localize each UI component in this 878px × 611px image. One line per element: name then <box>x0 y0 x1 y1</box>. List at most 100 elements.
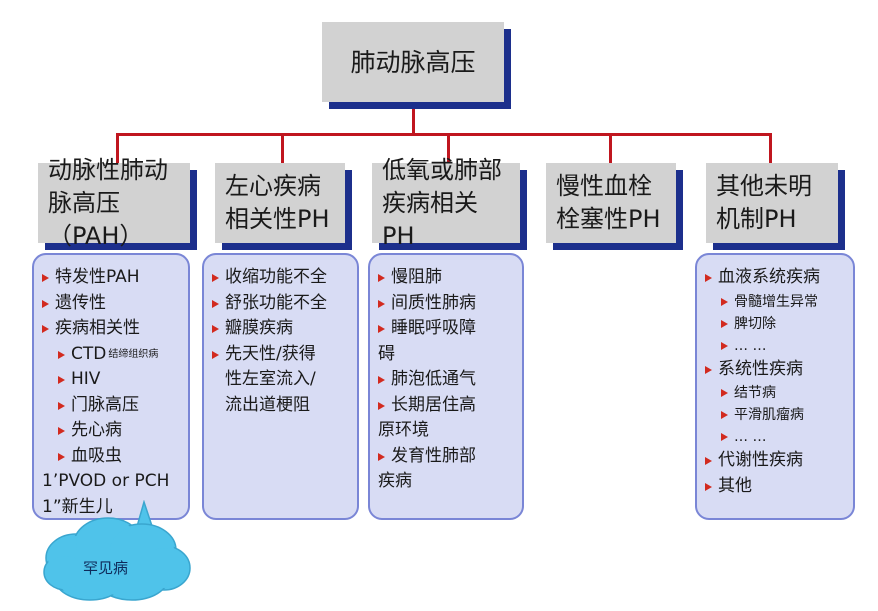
arrow-bullet-icon <box>378 274 385 282</box>
list-item-text: 长期居住高 <box>391 394 476 415</box>
list-item-text: 脾切除 <box>734 315 776 332</box>
list-item: 血吸虫 <box>42 444 182 470</box>
arrow-bullet-icon <box>378 376 385 384</box>
list-item: 发育性肺部 <box>378 444 516 470</box>
list-item: 门脉高压 <box>42 393 182 419</box>
list-item-text: 间质性肺病 <box>391 292 476 313</box>
category-left-heart-line-2: 相关性PH <box>225 205 330 233</box>
arrow-bullet-icon <box>212 350 219 359</box>
list-item-text: 1”新生儿 <box>42 496 113 517</box>
arrow-bullet-icon <box>721 319 728 328</box>
list-item-text: 疾病相关性 <box>55 318 140 338</box>
connector-drop-1 <box>116 133 119 163</box>
category-other-list: 血液系统疾病骨髓增生异常脾切除 … … 系统性疾病结节病平滑肌瘤病 … … 代谢性疾病其… <box>695 253 855 520</box>
list-item-text: 其他 <box>718 475 752 496</box>
list-item: 骨髓增生异常 <box>705 291 847 313</box>
list-item: 流出道梗阻 <box>212 393 351 419</box>
category-left-heart-header: 左心疾病 相关性PH <box>215 163 345 243</box>
list-item-text: 性左室流入/ <box>225 369 316 389</box>
list-item: 脾切除 <box>705 313 847 335</box>
category-pah-header: 动脉性肺动 脉高压（PAH） <box>38 156 190 250</box>
arrow-bullet-icon <box>212 299 219 308</box>
list-item: 瓣膜疾病 <box>212 316 351 342</box>
list-item-text: 原环境 <box>378 420 429 440</box>
list-item-text: CTD <box>71 343 107 364</box>
list-item: 代谢性疾病 <box>705 448 847 474</box>
arrow-bullet-icon <box>58 401 65 410</box>
arrow-bullet-icon <box>378 401 385 410</box>
category-other-line-1: 其他未明 <box>716 172 812 200</box>
arrow-bullet-icon <box>705 457 712 465</box>
list-item-text: 系统性疾病 <box>718 358 803 379</box>
connector-drop-5 <box>769 133 772 163</box>
list-item: 舒张功能不全 <box>212 291 351 317</box>
list-item-text: 慢阻肺 <box>391 267 442 287</box>
arrow-bullet-icon <box>721 297 728 306</box>
arrow-bullet-icon <box>212 325 219 333</box>
list-item-text: 平滑肌瘤病 <box>734 407 804 423</box>
list-item: 间质性肺病 <box>378 291 516 317</box>
category-pah-line-2: 脉高压（PAH） <box>48 188 144 250</box>
list-item: 1’PVOD or PCH <box>42 469 182 495</box>
list-item-text: 骨髓增生异常 <box>734 293 818 310</box>
list-item: 其他 <box>705 474 847 500</box>
list-item: 结节病 <box>705 382 847 404</box>
list-item: 特发性PAH <box>42 265 182 291</box>
list-item-text: 肺泡低通气 <box>391 369 476 389</box>
category-hypoxia-line-2: 疾病相关PH <box>382 188 478 250</box>
arrow-bullet-icon <box>58 427 65 435</box>
list-item-text: 碍 <box>378 343 395 364</box>
list-item-text: … … <box>734 429 767 445</box>
arrow-bullet-icon <box>58 376 65 384</box>
list-item-text: 结节病 <box>734 385 776 401</box>
list-item: 性左室流入/ <box>212 367 351 393</box>
category-other-header: 其他未明 机制PH <box>706 163 838 243</box>
category-cteph-header: 慢性血栓 栓塞性PH <box>546 163 676 243</box>
arrow-bullet-icon <box>721 341 728 350</box>
list-item: 睡眠呼吸障 <box>378 316 516 342</box>
category-other-line-2: 机制PH <box>716 205 797 233</box>
list-item: 平滑肌瘤病 <box>705 404 847 426</box>
category-hypoxia-list: 慢阻肺间质性肺病睡眠呼吸障碍肺泡低通气长期居住高原环境发育性肺部疾病 <box>368 253 524 520</box>
list-item: 碍 <box>378 342 516 368</box>
arrow-bullet-icon <box>378 452 385 461</box>
list-item: … … <box>705 335 847 357</box>
root-node: 肺动脉高压 <box>322 22 504 102</box>
arrow-bullet-icon <box>378 325 385 333</box>
connector-drop-2 <box>281 133 284 163</box>
arrow-bullet-icon <box>721 411 728 419</box>
arrow-bullet-icon <box>58 452 65 461</box>
category-pah-line-1: 动脉性肺动 <box>48 155 168 184</box>
list-item-text: … … <box>734 337 767 354</box>
rare-disease-label: 罕见病 <box>83 559 129 577</box>
list-item: 1”新生儿 <box>42 495 182 521</box>
list-item-text: 血液系统疾病 <box>718 267 820 287</box>
connector-drop-4 <box>609 133 612 163</box>
list-item: 长期居住高 <box>378 393 516 419</box>
category-hypoxia-line-1: 低氧或肺部 <box>382 155 502 184</box>
root-title: 肺动脉高压 <box>350 47 476 77</box>
list-item: 先天性/获得 <box>212 342 351 368</box>
list-item: 先心病 <box>42 418 182 444</box>
list-item: … … <box>705 426 847 448</box>
list-item-text: 舒张功能不全 <box>225 292 327 313</box>
list-item-text: 代谢性疾病 <box>718 450 803 470</box>
arrow-bullet-icon <box>721 389 728 397</box>
list-item-text: 先天性/获得 <box>225 343 316 364</box>
arrow-bullet-icon <box>705 482 712 491</box>
rare-disease-cloud <box>43 500 191 601</box>
list-item-text: 流出道梗阻 <box>225 394 310 415</box>
arrow-bullet-icon <box>42 274 49 282</box>
list-item-text: 遗传性 <box>55 292 106 313</box>
arrow-bullet-icon <box>212 274 219 282</box>
category-cteph-line-2: 栓塞性PH <box>556 205 661 233</box>
list-item-text: HIV <box>71 369 101 389</box>
list-item: 系统性疾病 <box>705 357 847 383</box>
list-item: 原环境 <box>378 418 516 444</box>
list-item: 疾病 <box>378 469 516 495</box>
list-item-text: 睡眠呼吸障 <box>391 318 476 338</box>
list-item-text: 发育性肺部 <box>391 445 476 466</box>
arrow-bullet-icon <box>378 299 385 308</box>
list-item: 肺泡低通气 <box>378 367 516 393</box>
